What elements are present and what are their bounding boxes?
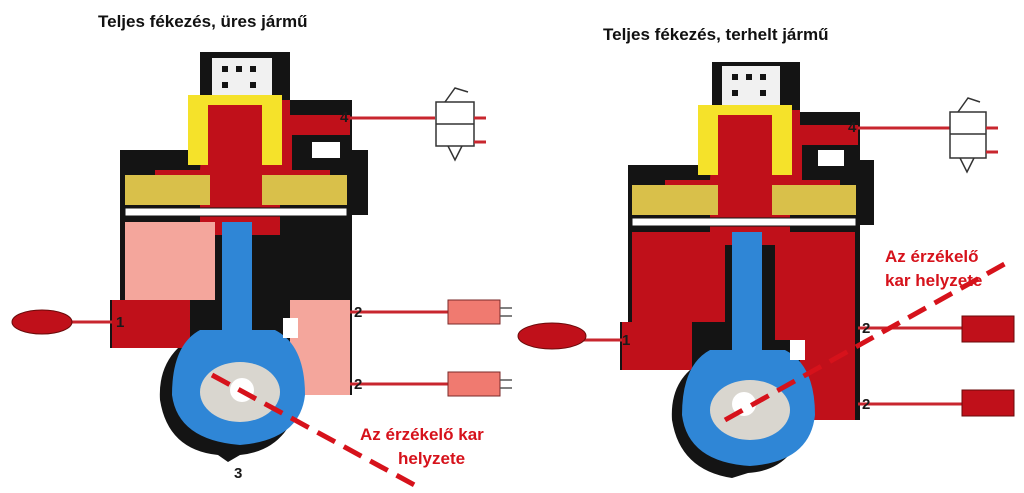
sensor-lever-line-right bbox=[723, 259, 1010, 423]
port-label-3-left: 3 bbox=[234, 465, 242, 482]
valve-housing-left bbox=[110, 52, 368, 462]
panel-loaded-vehicle: Teljes fékezés, terhelt jármű bbox=[517, 25, 1015, 478]
caption-line2-right: kar helyzete bbox=[885, 271, 982, 290]
sensor-lever-line-left bbox=[210, 372, 422, 491]
caption-line2-left: helyzete bbox=[398, 449, 465, 468]
port-label-2b-right: 2 bbox=[862, 396, 870, 413]
caption-line1-right: Az érzékelő bbox=[885, 247, 979, 266]
pipes-left bbox=[11, 87, 512, 397]
panel-title-loaded: Teljes fékezés, terhelt jármű bbox=[603, 25, 829, 44]
port-label-2a-right: 2 bbox=[862, 320, 870, 337]
pipes-right bbox=[517, 97, 1015, 417]
port-label-2a-left: 2 bbox=[354, 304, 362, 321]
port-label-4-right: 4 bbox=[848, 119, 857, 136]
port-label-2b-left: 2 bbox=[354, 376, 362, 393]
port-label-1-left: 1 bbox=[116, 314, 124, 331]
caption-line1-left: Az érzékelő kar bbox=[360, 425, 484, 444]
port-label-4-left: 4 bbox=[340, 109, 349, 126]
port-label-1-right: 1 bbox=[622, 332, 630, 349]
panel-empty-vehicle: Teljes fékezés, üres jármű bbox=[11, 12, 512, 491]
valve-housing-right bbox=[620, 62, 874, 478]
panel-title-empty: Teljes fékezés, üres jármű bbox=[98, 12, 307, 31]
